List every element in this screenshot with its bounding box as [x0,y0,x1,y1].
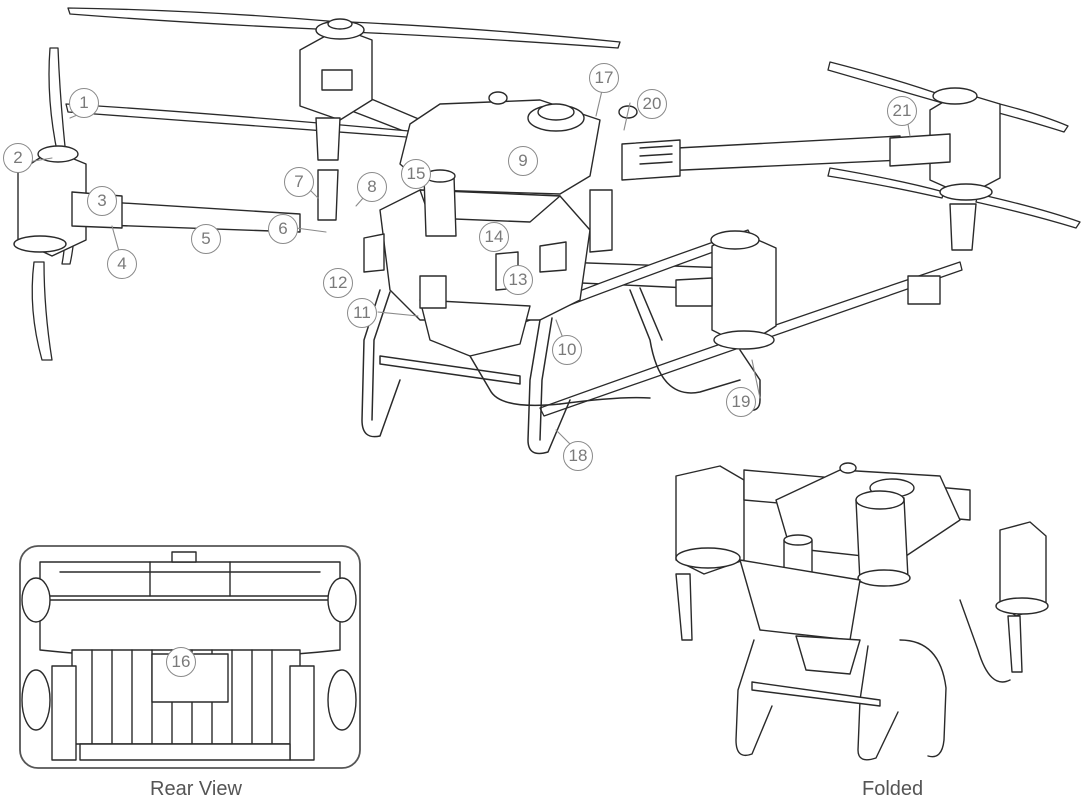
callout-16: 16 [166,647,196,677]
callout-4: 4 [107,249,137,279]
callout-15: 15 [401,159,431,189]
callout-5: 5 [191,224,221,254]
callout-9: 9 [508,146,538,176]
callout-2: 2 [3,143,33,173]
callout-3: 3 [87,186,117,216]
rear-view-caption: Rear View [150,778,242,800]
landing-gear [361,287,761,455]
motor-housings [13,18,1001,350]
callout-7: 7 [284,167,314,197]
callout-17: 17 [589,63,619,93]
callout-19: 19 [726,387,756,417]
callout-21: 21 [887,96,917,126]
callout-11: 11 [347,298,377,328]
callout-12: 12 [323,268,353,298]
drone-body [363,91,681,357]
callout-18: 18 [563,441,593,471]
callout-8: 8 [357,172,387,202]
callout-10: 10 [552,335,582,365]
main-drone-illustration [13,7,1081,455]
callout-13: 13 [503,265,533,295]
folded-caption: Folded [862,778,924,800]
callout-20: 20 [637,89,667,119]
callout-1: 1 [69,88,99,118]
callout-14: 14 [479,222,509,252]
callout-6: 6 [268,214,298,244]
folded-drone-illustration [675,462,1049,761]
